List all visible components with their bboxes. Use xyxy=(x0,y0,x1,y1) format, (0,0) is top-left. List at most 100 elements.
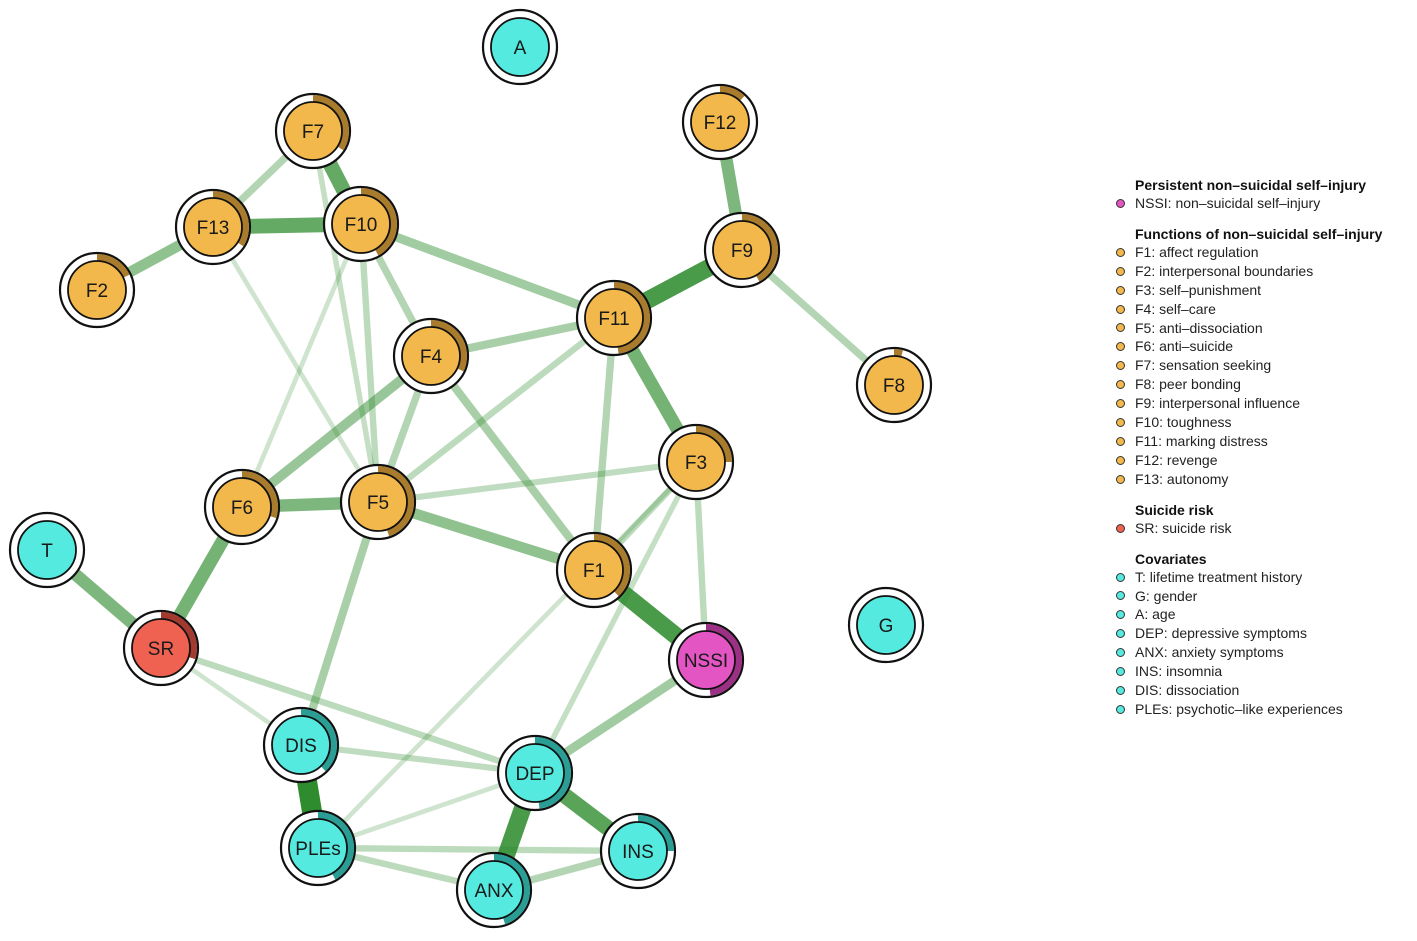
node-label: F12 xyxy=(704,113,737,134)
node-f10[interactable]: F10 xyxy=(322,185,400,263)
node-label: G xyxy=(879,616,894,637)
node-ples[interactable]: PLEs xyxy=(279,809,357,887)
edge-f10-f6 xyxy=(239,223,364,508)
node-core xyxy=(712,220,772,280)
legend-item-label: SR: suicide risk xyxy=(1135,519,1232,536)
edge-f10-f11 xyxy=(359,219,616,323)
node-label: PLEs xyxy=(295,839,340,860)
node-pie-arc xyxy=(695,426,732,463)
node-core xyxy=(288,818,348,878)
legend-item-label: F13: autonomy xyxy=(1135,470,1229,487)
legend-item: PLEs: psychotic–like experiences xyxy=(1114,700,1414,719)
node-pie-arc xyxy=(493,854,530,925)
node-core xyxy=(490,17,550,77)
node-nssi[interactable]: NSSI xyxy=(667,621,745,699)
legend-item-label: F8: peer bonding xyxy=(1135,376,1241,393)
node-dis[interactable]: DIS xyxy=(262,706,340,784)
node-core xyxy=(212,477,272,537)
node-label: NSSI xyxy=(684,651,728,672)
node-a[interactable]: A xyxy=(481,8,559,86)
node-f4[interactable]: F4 xyxy=(392,317,470,395)
edge-f11-f5 xyxy=(376,315,616,505)
edge-ples-ins xyxy=(317,844,639,855)
node-f7[interactable]: F7 xyxy=(274,92,352,170)
node-ins[interactable]: INS xyxy=(599,812,677,890)
legend-title: Covariates xyxy=(1135,550,1207,567)
legend-dot-icon xyxy=(1116,285,1125,295)
legend-item-label: F5: anti–dissociation xyxy=(1135,319,1263,336)
node-f8[interactable]: F8 xyxy=(855,346,933,424)
legend-dot-icon xyxy=(1116,247,1125,257)
legend-dot-icon xyxy=(1116,304,1125,314)
edge-f7-f5 xyxy=(310,130,381,503)
legend-item: F1: affect regulation xyxy=(1114,243,1414,262)
node-core xyxy=(17,520,77,580)
node-label: F9 xyxy=(731,241,753,262)
node-f2[interactable]: F2 xyxy=(58,251,136,329)
legend-dot-icon xyxy=(1116,455,1125,465)
node-f11[interactable]: F11 xyxy=(575,279,653,357)
node-pie-arc xyxy=(300,709,337,772)
legend-item-label: F7: sensation seeking xyxy=(1135,357,1272,374)
node-t[interactable]: T xyxy=(8,511,86,589)
node-pie-arc xyxy=(637,815,674,852)
legend-item-label: F4: self–care xyxy=(1135,300,1216,317)
node-sr[interactable]: SR xyxy=(122,609,200,687)
node-label: SR xyxy=(148,639,174,660)
legend-item: F10: toughness xyxy=(1114,413,1414,432)
node-core xyxy=(666,432,726,492)
edge-f5-f3 xyxy=(377,458,697,506)
legend-item-label: F9: interpersonal influence xyxy=(1135,395,1300,412)
legend-item-label: NSSI: non–suicidal self–injury xyxy=(1135,195,1321,211)
legend-title: Functions of non–suicidal self–injury xyxy=(1135,225,1383,242)
legend-item: F9: interpersonal influence xyxy=(1114,394,1414,413)
legend-dot-icon xyxy=(1116,572,1125,582)
node-pie-arc xyxy=(312,95,349,151)
node-label: F11 xyxy=(598,309,629,330)
node-core xyxy=(584,288,644,348)
edge-f3-dep xyxy=(532,460,699,775)
node-pie-arc xyxy=(593,534,630,597)
legend-item: F8: peer bonding xyxy=(1114,375,1414,394)
node-label: F1 xyxy=(583,561,605,582)
node-label: F4 xyxy=(420,347,443,368)
node-f1[interactable]: F1 xyxy=(555,531,633,609)
edge-sr-dep xyxy=(159,644,537,777)
edge-ples-dep xyxy=(317,770,536,851)
node-dep[interactable]: DEP xyxy=(496,734,574,812)
node-f6[interactable]: F6 xyxy=(203,468,281,546)
legend-dot-icon xyxy=(1116,591,1125,601)
legend-dot-icon xyxy=(1116,523,1125,533)
node-g[interactable]: G xyxy=(847,586,925,664)
legend-item: DIS: dissociation xyxy=(1114,681,1414,700)
legend-dot-icon xyxy=(1116,361,1125,371)
node-f3[interactable]: F3 xyxy=(657,423,735,501)
node-f12[interactable]: F12 xyxy=(681,83,759,161)
node-f13[interactable]: F13 xyxy=(174,188,252,266)
node-core xyxy=(608,821,668,881)
node-anx[interactable]: ANX xyxy=(455,851,533,929)
legend-dot-icon xyxy=(1116,436,1125,446)
legend-item-label: PLEs: psychotic–like experiences xyxy=(1135,700,1343,717)
legend-item-label: F6: anti–suicide xyxy=(1135,338,1234,355)
legend-dot-icon xyxy=(1116,418,1125,428)
node-pie-arc xyxy=(241,471,278,519)
node-core xyxy=(331,194,391,254)
edge-f5-dis xyxy=(297,500,382,747)
legend-item: DEP: depressive symptoms xyxy=(1114,624,1414,643)
node-label: F2 xyxy=(86,281,108,302)
legend-item-label: F3: self–punishment xyxy=(1135,281,1262,298)
node-label: F8 xyxy=(883,376,905,397)
node-core xyxy=(864,355,924,415)
node-f9[interactable]: F9 xyxy=(703,211,781,289)
node-pie-arc xyxy=(719,86,745,101)
legend-dot-icon xyxy=(1116,198,1125,208)
node-pie-arc xyxy=(96,254,130,278)
legend-item: A: age xyxy=(1114,605,1414,624)
legend-item: ANX: anxiety symptoms xyxy=(1114,643,1414,662)
edge-f4-f1 xyxy=(427,353,598,573)
node-label: T xyxy=(41,541,53,562)
node-core xyxy=(690,92,750,152)
node-f5[interactable]: F5 xyxy=(339,463,417,541)
edge-f13-f5 xyxy=(210,225,381,504)
